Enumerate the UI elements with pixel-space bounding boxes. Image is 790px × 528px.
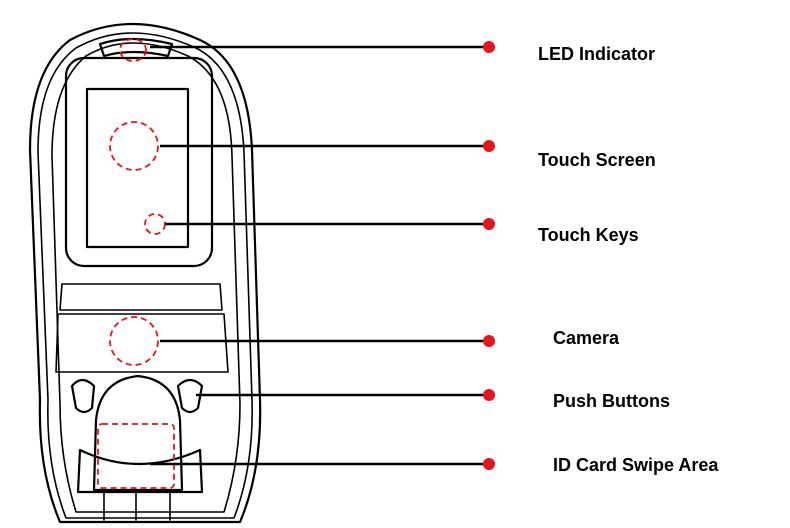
push-buttons-label: Push Buttons bbox=[553, 391, 670, 411]
left-push-button bbox=[70, 378, 96, 414]
card-slot bbox=[76, 448, 204, 494]
device-outer-shell-inner bbox=[37, 32, 253, 519]
id-card-swipe-area-dot bbox=[483, 458, 495, 470]
card-swipe-hood bbox=[92, 374, 184, 492]
leader-dots bbox=[483, 41, 495, 470]
led-indicator-dot bbox=[483, 41, 495, 53]
leader-lines bbox=[150, 45, 489, 466]
touch-screen-dot bbox=[483, 140, 495, 152]
push-buttons-dot bbox=[483, 389, 495, 401]
camera-panel bbox=[55, 313, 229, 373]
camera-dot bbox=[483, 335, 495, 347]
id-card-swipe-area-label: ID Card Swipe Area bbox=[553, 455, 719, 475]
touch-screen-label: Touch Screen bbox=[538, 150, 656, 170]
led-housing bbox=[98, 37, 174, 58]
device-illustration bbox=[28, 22, 262, 524]
right-push-button bbox=[176, 378, 204, 414]
touch-keys-dot bbox=[483, 218, 495, 230]
led-indicator-label: LED Indicator bbox=[538, 44, 655, 64]
touch-keys-marker bbox=[144, 213, 166, 235]
markers bbox=[97, 38, 175, 489]
camera-marker bbox=[109, 316, 159, 366]
camera-label: Camera bbox=[553, 328, 620, 348]
touch-screen-marker bbox=[109, 121, 159, 171]
device-outer-shell bbox=[28, 22, 262, 524]
labels: LED Indicator Touch Screen Touch Keys Ca… bbox=[538, 44, 719, 475]
id-card-swipe-area-marker bbox=[97, 423, 175, 489]
led-indicator-marker bbox=[119, 38, 147, 62]
screen-bezel bbox=[64, 56, 214, 268]
touch-keys-label: Touch Keys bbox=[538, 225, 639, 245]
screen-display bbox=[85, 87, 190, 249]
lower-panel-top bbox=[59, 283, 223, 311]
